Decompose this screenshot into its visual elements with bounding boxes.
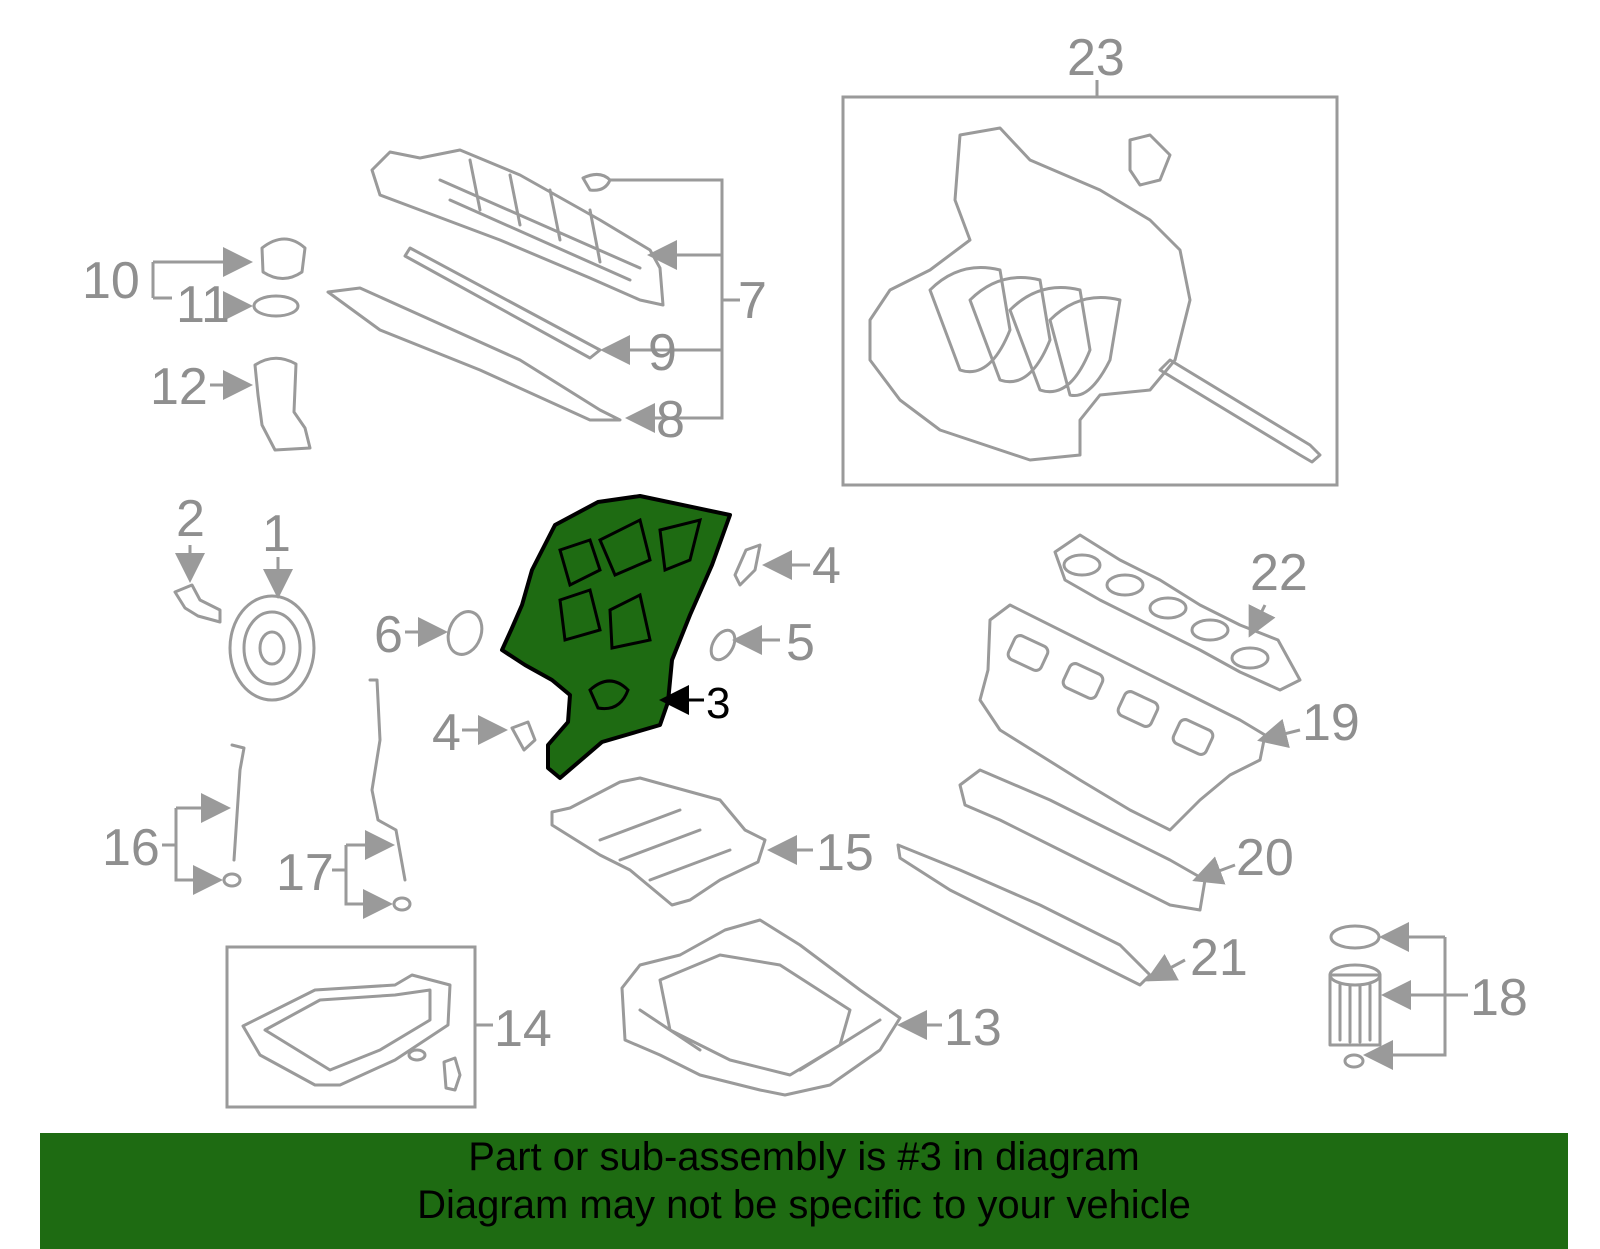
grommet	[581, 173, 612, 192]
callout-20[interactable]: 20	[1236, 829, 1294, 887]
callout-5[interactable]: 5	[786, 614, 815, 672]
oil-filter-group[interactable]: 18	[1328, 922, 1528, 1070]
banner-line-2: Diagram may not be specific to your vehi…	[417, 1183, 1191, 1227]
valve-cover	[370, 148, 665, 307]
drain-plug	[442, 1056, 462, 1092]
oil-pan-upper[interactable]: 13	[620, 918, 1002, 1097]
pulley-bolt	[173, 583, 222, 624]
lower-oil-pan	[241, 973, 452, 1087]
manifold-ports	[1006, 634, 1215, 756]
callout-7[interactable]: 7	[738, 272, 767, 330]
actuator-rod	[1158, 358, 1322, 464]
dipstick-group[interactable]: 16 17	[102, 678, 412, 919]
crank-pulley-group[interactable]: 2 1	[173, 490, 316, 702]
filter-o-ring	[1343, 1053, 1365, 1069]
exhaust-gasket	[958, 768, 1207, 912]
callout-14[interactable]: 14	[494, 1000, 552, 1058]
dipstick-tube	[368, 678, 407, 882]
callout-18[interactable]: 18	[1470, 969, 1528, 1027]
oil-level-gauge	[230, 743, 246, 862]
intake-gasket	[1053, 533, 1302, 692]
valve-cover-group[interactable]: 7 9 8	[326, 148, 767, 449]
callout-10[interactable]: 10	[82, 252, 140, 310]
callout-15[interactable]: 15	[816, 824, 874, 882]
oil-filler-tube	[253, 356, 312, 452]
map-sensor	[1128, 133, 1172, 187]
oil-pan-lower-assembly[interactable]: 14	[225, 945, 552, 1109]
gasket-lower	[510, 720, 537, 752]
callout-11[interactable]: 11	[176, 276, 230, 334]
callout-21[interactable]: 21	[1190, 929, 1248, 987]
oil-pan-box	[225, 945, 477, 1109]
intake-manifold-assembly[interactable]: 23	[841, 29, 1339, 487]
callout-3[interactable]: 3	[706, 679, 730, 728]
oil-filler-group[interactable]: 10 11 12	[82, 237, 312, 452]
valve-cover-gasket	[326, 286, 622, 422]
notice-banner: Part or sub-assembly is #3 in diagram Di…	[40, 1133, 1568, 1249]
intake-manifold-box	[841, 95, 1339, 487]
callout-16[interactable]: 16	[102, 819, 160, 877]
baffle-plate	[550, 776, 767, 907]
gasket-upper	[733, 543, 762, 587]
o-ring-5	[709, 628, 737, 662]
oil-baffle[interactable]: 15	[550, 776, 874, 907]
callout-8[interactable]: 8	[656, 391, 685, 449]
callout-23[interactable]: 23	[1067, 29, 1125, 87]
callout-17[interactable]: 17	[276, 844, 334, 902]
timing-cover[interactable]: 3	[500, 494, 732, 780]
filter-seal	[1329, 924, 1381, 950]
oil-filler-cap	[260, 237, 307, 280]
callout-22[interactable]: 22	[1250, 544, 1308, 602]
valve-cover-gasket-inner	[403, 246, 602, 360]
callout-6[interactable]: 6	[374, 606, 403, 664]
o-ring-6	[446, 610, 484, 656]
callout-4-upper[interactable]: 4	[812, 537, 841, 595]
exhaust-heat-shield-gasket	[896, 843, 1152, 987]
filler-cap-seal	[252, 294, 300, 318]
manifold-gaskets-group[interactable]: 22 19 20 21	[896, 533, 1360, 987]
callout-19[interactable]: 19	[1302, 694, 1360, 752]
gasket-ports	[1062, 553, 1270, 670]
callout-2[interactable]: 2	[176, 490, 205, 548]
small-seals-group[interactable]: 4 5 6 4	[374, 537, 841, 762]
callout-1[interactable]: 1	[262, 505, 291, 563]
callout-13[interactable]: 13	[944, 999, 1002, 1057]
callout-9[interactable]: 9	[648, 324, 677, 382]
banner-line-1: Part or sub-assembly is #3 in diagram	[468, 1135, 1140, 1179]
callout-12[interactable]: 12	[150, 358, 208, 416]
callout-4-lower[interactable]: 4	[432, 704, 461, 762]
